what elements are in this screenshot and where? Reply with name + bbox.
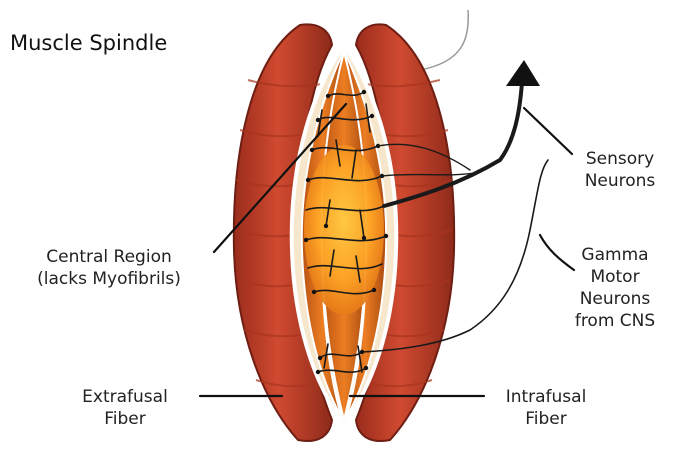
extrafusal-line-1: Extrafusal — [50, 386, 200, 408]
intrafusal-fiber-label: Intrafusal Fiber — [486, 386, 606, 430]
sensory-line-2: Neurons — [570, 170, 670, 192]
gamma-motor-neurons-label: Gamma Motor Neurons from CNS — [556, 244, 674, 332]
central-line-1: Central Region — [4, 246, 214, 268]
gamma-line-1: Gamma — [556, 244, 674, 266]
sensory-line-1: Sensory — [570, 148, 670, 170]
gamma-line-4: from CNS — [556, 310, 674, 332]
central-line-2: (lacks Myofibrils) — [4, 268, 214, 290]
extrafusal-fiber-label: Extrafusal Fiber — [50, 386, 200, 430]
sensory-leader — [524, 108, 572, 154]
intrafusal-line-1: Intrafusal — [486, 386, 606, 408]
intrafusal-line-2: Fiber — [486, 408, 606, 430]
sensory-arrow-head — [506, 60, 540, 86]
sensory-neurons-label: Sensory Neurons — [570, 148, 670, 192]
gamma-line-3: Neurons — [556, 288, 674, 310]
extrafusal-line-2: Fiber — [50, 408, 200, 430]
gamma-line-2: Motor — [556, 266, 674, 288]
upper-nerve-trace — [420, 10, 468, 70]
central-region-label: Central Region (lacks Myofibrils) — [4, 246, 214, 290]
diagram-title: Muscle Spindle — [10, 32, 167, 54]
